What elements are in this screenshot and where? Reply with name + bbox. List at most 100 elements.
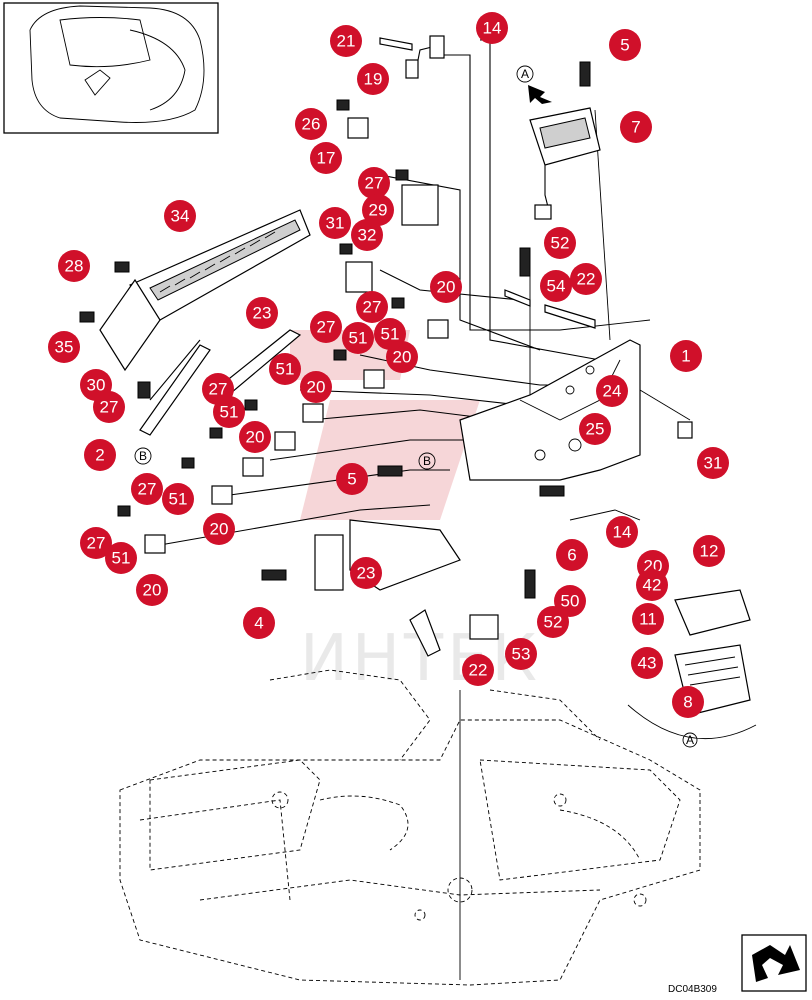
callout-34: 34 <box>164 200 196 232</box>
callout-label: 28 <box>65 257 84 276</box>
callout-label: 11 <box>639 610 657 629</box>
callout-label: 5 <box>347 470 356 489</box>
callout-4: 4 <box>243 607 275 639</box>
callout-32: 32 <box>351 219 383 251</box>
callout-2: 2 <box>84 439 116 471</box>
callout-label: 27 <box>138 480 157 499</box>
callout-label: 22 <box>577 270 596 289</box>
callout-label: 25 <box>586 420 605 439</box>
callout-label: 17 <box>317 149 336 168</box>
callout-29: 29 <box>362 194 394 226</box>
part-22-hose <box>409 609 441 657</box>
callout-30: 30 <box>80 369 112 401</box>
callout-27: 27 <box>356 291 388 323</box>
parts: A B B A <box>79 35 751 748</box>
callout-label: 51 <box>349 329 368 348</box>
callout-20: 20 <box>300 371 332 403</box>
callout-25: 25 <box>579 413 611 445</box>
callout-20: 20 <box>136 574 168 606</box>
callout-label: 51 <box>112 549 131 568</box>
machine-cab-thumbnail-icon <box>3 2 219 134</box>
callout-22: 22 <box>462 654 494 686</box>
callout-label: 12 <box>700 542 719 561</box>
bolt-group <box>79 61 591 599</box>
callout-51: 51 <box>213 396 245 428</box>
view-letter-b-2: B <box>423 454 431 468</box>
part-54-strip <box>504 289 531 307</box>
callout-27: 27 <box>80 527 112 559</box>
callout-6: 6 <box>556 539 588 571</box>
callout-label: 32 <box>358 226 377 245</box>
callout-28: 28 <box>58 250 90 282</box>
callout-23: 23 <box>350 557 382 589</box>
callout-5: 5 <box>609 29 641 61</box>
callout-label: 19 <box>364 70 383 89</box>
callout-24: 24 <box>596 375 628 407</box>
callout-20: 20 <box>203 513 235 545</box>
callout-label: 29 <box>369 201 388 220</box>
callout-label: 5 <box>620 36 629 55</box>
callout-17: 17 <box>310 142 342 174</box>
callout-label: 31 <box>326 214 345 233</box>
callout-label: 20 <box>307 378 326 397</box>
callout-7: 7 <box>620 111 652 143</box>
part-21-strip <box>379 37 413 51</box>
callout-label: 26 <box>302 115 321 134</box>
view-letter-a-2: A <box>686 733 694 747</box>
callout-21: 21 <box>330 25 362 57</box>
part-19-connector <box>405 59 419 79</box>
callout-label: 1 <box>681 347 690 366</box>
part-29-relay <box>401 184 439 226</box>
part-17-connector <box>347 117 369 139</box>
part-31-cap <box>677 421 693 439</box>
orientation-arrow-icon <box>741 934 807 992</box>
part-2-bracket <box>139 344 211 436</box>
callout-20: 20 <box>430 271 462 303</box>
callout-19: 19 <box>357 63 389 95</box>
callout-label: 20 <box>246 428 265 447</box>
callout-22: 22 <box>570 263 602 295</box>
callout-label: 30 <box>87 376 106 395</box>
callout-label: 20 <box>437 278 456 297</box>
callout-label: 27 <box>363 298 382 317</box>
callout-26: 26 <box>295 108 327 140</box>
callout-52: 52 <box>544 227 576 259</box>
callout-31: 31 <box>319 207 351 239</box>
callout-label: 6 <box>567 546 576 565</box>
callout-label: 27 <box>209 380 228 399</box>
callout-54: 54 <box>540 270 572 302</box>
callout-11: 11 <box>632 603 664 635</box>
relay-group <box>144 319 449 554</box>
callout-label: 34 <box>171 207 190 226</box>
callout-53: 53 <box>505 638 537 670</box>
callout-35: 35 <box>48 331 80 363</box>
callout-label: 27 <box>317 318 336 337</box>
view-letter-a: A <box>521 67 529 81</box>
callout-1: 1 <box>670 340 702 372</box>
callout-label: 50 <box>561 592 580 611</box>
callout-label: 54 <box>547 277 566 296</box>
callout-43: 43 <box>631 647 663 679</box>
callout-label: 35 <box>55 338 74 357</box>
callout-51: 51 <box>374 318 406 350</box>
callout-label: 20 <box>393 348 412 367</box>
part-32-connector <box>345 261 373 293</box>
callout-label: 51 <box>220 403 239 422</box>
callout-label: 27 <box>87 534 106 553</box>
callout-label: 22 <box>469 661 488 680</box>
callout-label: 20 <box>210 520 229 539</box>
callout-label: 4 <box>254 614 263 633</box>
machine-frame <box>119 669 701 986</box>
callout-label: 23 <box>253 304 272 323</box>
part-22-strip <box>544 304 596 329</box>
callout-52: 52 <box>537 606 569 638</box>
callout-label: 53 <box>512 645 531 664</box>
part-7-holder <box>529 107 601 220</box>
callout-label: 42 <box>643 576 662 595</box>
callout-label: 51 <box>276 360 295 379</box>
view-letter-b: B <box>139 449 147 463</box>
callout-20: 20 <box>239 421 271 453</box>
callout-label: 20 <box>143 581 162 600</box>
part-4-controller <box>314 534 344 591</box>
